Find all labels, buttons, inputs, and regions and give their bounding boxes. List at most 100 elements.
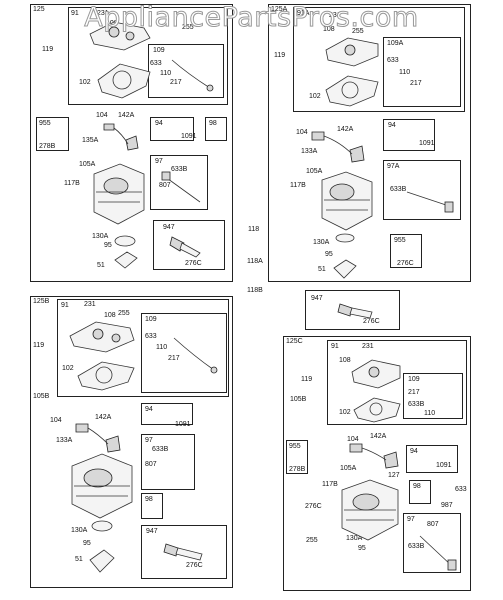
engine-block-drawing: [71, 453, 133, 519]
part-label: 633: [150, 60, 162, 67]
subbox-109: [141, 313, 227, 393]
part-label: 104: [96, 112, 108, 119]
part-label: 633B: [390, 186, 407, 193]
cylinder-head-drawing: [325, 37, 379, 67]
gasket-ring-drawing: [333, 233, 357, 279]
subbox-94: [406, 445, 458, 473]
part-label: 104: [50, 417, 62, 424]
subbox-98: [141, 493, 163, 519]
subbox-98: [205, 117, 227, 141]
part-label: 130A: [346, 535, 363, 542]
part-label: 117B: [290, 182, 306, 189]
part-label: 633B: [408, 401, 425, 408]
subbox-91: [327, 340, 467, 425]
part-label: 95: [104, 242, 112, 249]
group-box-125B: 125B: [30, 296, 233, 588]
part-label: 98: [209, 120, 217, 127]
spark-plug-drawing: [169, 236, 201, 258]
part-label: 109: [408, 376, 420, 383]
part-label: 109A: [387, 40, 404, 47]
part-label: 94: [145, 406, 153, 413]
subbox-94: [141, 403, 193, 425]
part-label: 142A: [370, 433, 387, 440]
cylinder-head-drawing: [69, 321, 135, 353]
part-label: 110: [160, 70, 172, 77]
subbox-947: [305, 290, 400, 330]
part-label: 127: [388, 472, 400, 479]
part-label: 108: [323, 26, 335, 33]
part-label: 255: [306, 537, 318, 544]
throttle-rod-drawing: [419, 535, 457, 571]
subbox-947: [153, 220, 225, 270]
subbox-97: [150, 155, 208, 210]
part-label: 217: [410, 80, 422, 87]
part-label: 105A: [79, 161, 96, 168]
part-label: 117B: [64, 180, 80, 187]
engine-block-drawing: [93, 163, 145, 225]
subbox-109A: [383, 37, 461, 107]
group-tag: 125A: [271, 6, 288, 13]
subbox-97: [141, 434, 195, 490]
connector-drawing: [311, 131, 365, 163]
part-label: 276C: [305, 503, 322, 510]
part-label: 133A: [301, 148, 318, 155]
part-label: 633B: [408, 543, 425, 550]
group-tag: 125: [33, 6, 45, 13]
head-gasket-drawing: [97, 63, 151, 99]
part-label: 102: [62, 365, 74, 372]
subbox-91: [68, 7, 228, 105]
part-label: 1091: [436, 462, 452, 469]
head-gasket-drawing: [77, 361, 135, 391]
cylinder-head-drawing: [351, 359, 401, 389]
part-label: 633: [455, 486, 467, 493]
subbox-97A: [383, 160, 461, 220]
part-label: 130A: [313, 239, 330, 246]
subbox-91: [57, 299, 229, 397]
fuel-pipe-drawing: [173, 337, 218, 374]
part-label: 1091: [175, 421, 191, 428]
part-label: 105A: [340, 465, 357, 472]
part-label: 94: [388, 122, 396, 129]
part-label: 231: [362, 343, 374, 350]
part-label: 51: [75, 556, 83, 563]
part-label: 91: [61, 302, 69, 309]
part-label: 276C: [185, 260, 202, 267]
throttle-rod-drawing: [161, 171, 201, 203]
throttle-rod-drawing: [406, 191, 454, 213]
cylinder-head-drawing: [89, 21, 151, 51]
fuel-pipe-drawing: [171, 59, 214, 92]
part-label: 255: [118, 310, 130, 317]
group-tag: 125C: [286, 338, 303, 345]
part-label: 97: [407, 516, 415, 523]
group-box-125A: 125A: [268, 4, 471, 282]
part-label: 807: [427, 521, 439, 528]
part-label: 119: [33, 342, 45, 349]
part-label: 130A: [71, 527, 88, 534]
part-label: 633: [145, 333, 157, 340]
subbox-109: [148, 44, 224, 98]
part-label: 108: [104, 312, 116, 319]
part-label: 231: [97, 10, 109, 17]
part-label: 119: [42, 46, 54, 53]
part-label: 1091: [181, 133, 197, 140]
part-label: 142A: [95, 414, 112, 421]
part-label: 947: [163, 224, 175, 231]
part-label: 217: [170, 79, 182, 86]
part-label: 947: [146, 528, 158, 535]
part-label: 110: [424, 410, 436, 417]
subbox-109: [403, 373, 463, 419]
part-label: 102: [309, 93, 321, 100]
part-label: 133A: [56, 437, 73, 444]
group-box-125: 125: [30, 4, 233, 282]
part-label: 807: [145, 461, 157, 468]
part-label: 633B: [152, 446, 169, 453]
part-label: 104: [296, 129, 308, 136]
part-label: 105A: [306, 168, 323, 175]
part-label: 105B: [290, 396, 307, 403]
part-label: 278B: [39, 143, 56, 150]
part-label: 217: [168, 355, 180, 362]
part-label: 118B: [247, 287, 263, 294]
part-label: 255: [352, 28, 364, 35]
part-label: 117B: [322, 481, 338, 488]
part-label: 109: [145, 316, 157, 323]
